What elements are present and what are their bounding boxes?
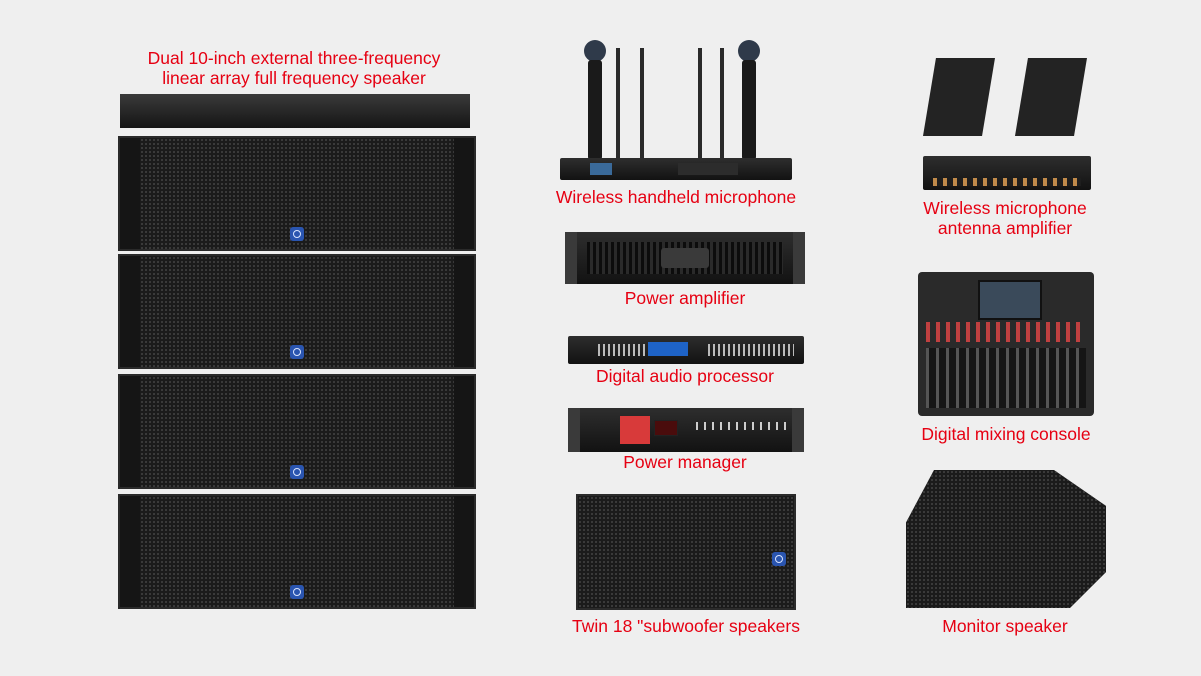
subwoofer-label: Twin 18 "subwoofer speakers (572, 616, 800, 636)
antenna-icon (616, 48, 620, 160)
monitor-speaker-image (906, 470, 1106, 608)
subwoofer-image (576, 494, 796, 610)
line-array-cabinet (118, 136, 476, 251)
digital-audio-processor-image (568, 336, 804, 364)
power-amplifier-label: Power amplifier (624, 288, 746, 308)
digital-audio-processor-label: Digital audio processor (595, 366, 774, 386)
line-array-cabinet (118, 374, 476, 489)
touch-screen (978, 280, 1042, 320)
power-amplifier-image (565, 232, 805, 284)
digital-mixing-console-image (918, 272, 1094, 416)
power-manager-image (568, 408, 804, 452)
microphone-head-icon (738, 40, 760, 62)
wireless-handheld-microphone-label: Wireless handheld microphone (555, 187, 797, 207)
breaker-switch (620, 416, 650, 444)
brand-logo-icon (772, 552, 786, 566)
lcd-display (648, 342, 688, 356)
antenna-amplifier-image (905, 56, 1105, 192)
antenna-icon (698, 48, 702, 160)
paddle-antenna-icon (1015, 58, 1087, 136)
microphone-head-icon (584, 40, 606, 62)
antenna-icon (640, 48, 644, 160)
receiver-unit (560, 158, 792, 180)
led-display (654, 420, 678, 436)
digital-mixing-console-label: Digital mixing console (921, 424, 1091, 444)
monitor-speaker-label: Monitor speaker (942, 616, 1068, 636)
antenna-amplifier-unit (923, 156, 1091, 190)
line-array-speaker-label: Dual 10-inch external three-frequency li… (147, 48, 441, 88)
antenna-amplifier-label: Wireless microphone antenna amplifier (923, 198, 1087, 238)
brand-logo-icon (290, 345, 304, 359)
brand-logo-icon (290, 227, 304, 241)
line-array-cabinet (118, 254, 476, 369)
brand-logo-icon (290, 465, 304, 479)
paddle-antenna-icon (923, 58, 995, 136)
wireless-handheld-microphone-image (560, 40, 792, 180)
rigging-frame (120, 94, 470, 128)
antenna-icon (720, 48, 724, 160)
line-array-cabinet (118, 494, 476, 609)
brand-logo-icon (290, 585, 304, 599)
power-manager-label: Power manager (623, 452, 747, 472)
line-array-speaker-image (98, 94, 496, 614)
